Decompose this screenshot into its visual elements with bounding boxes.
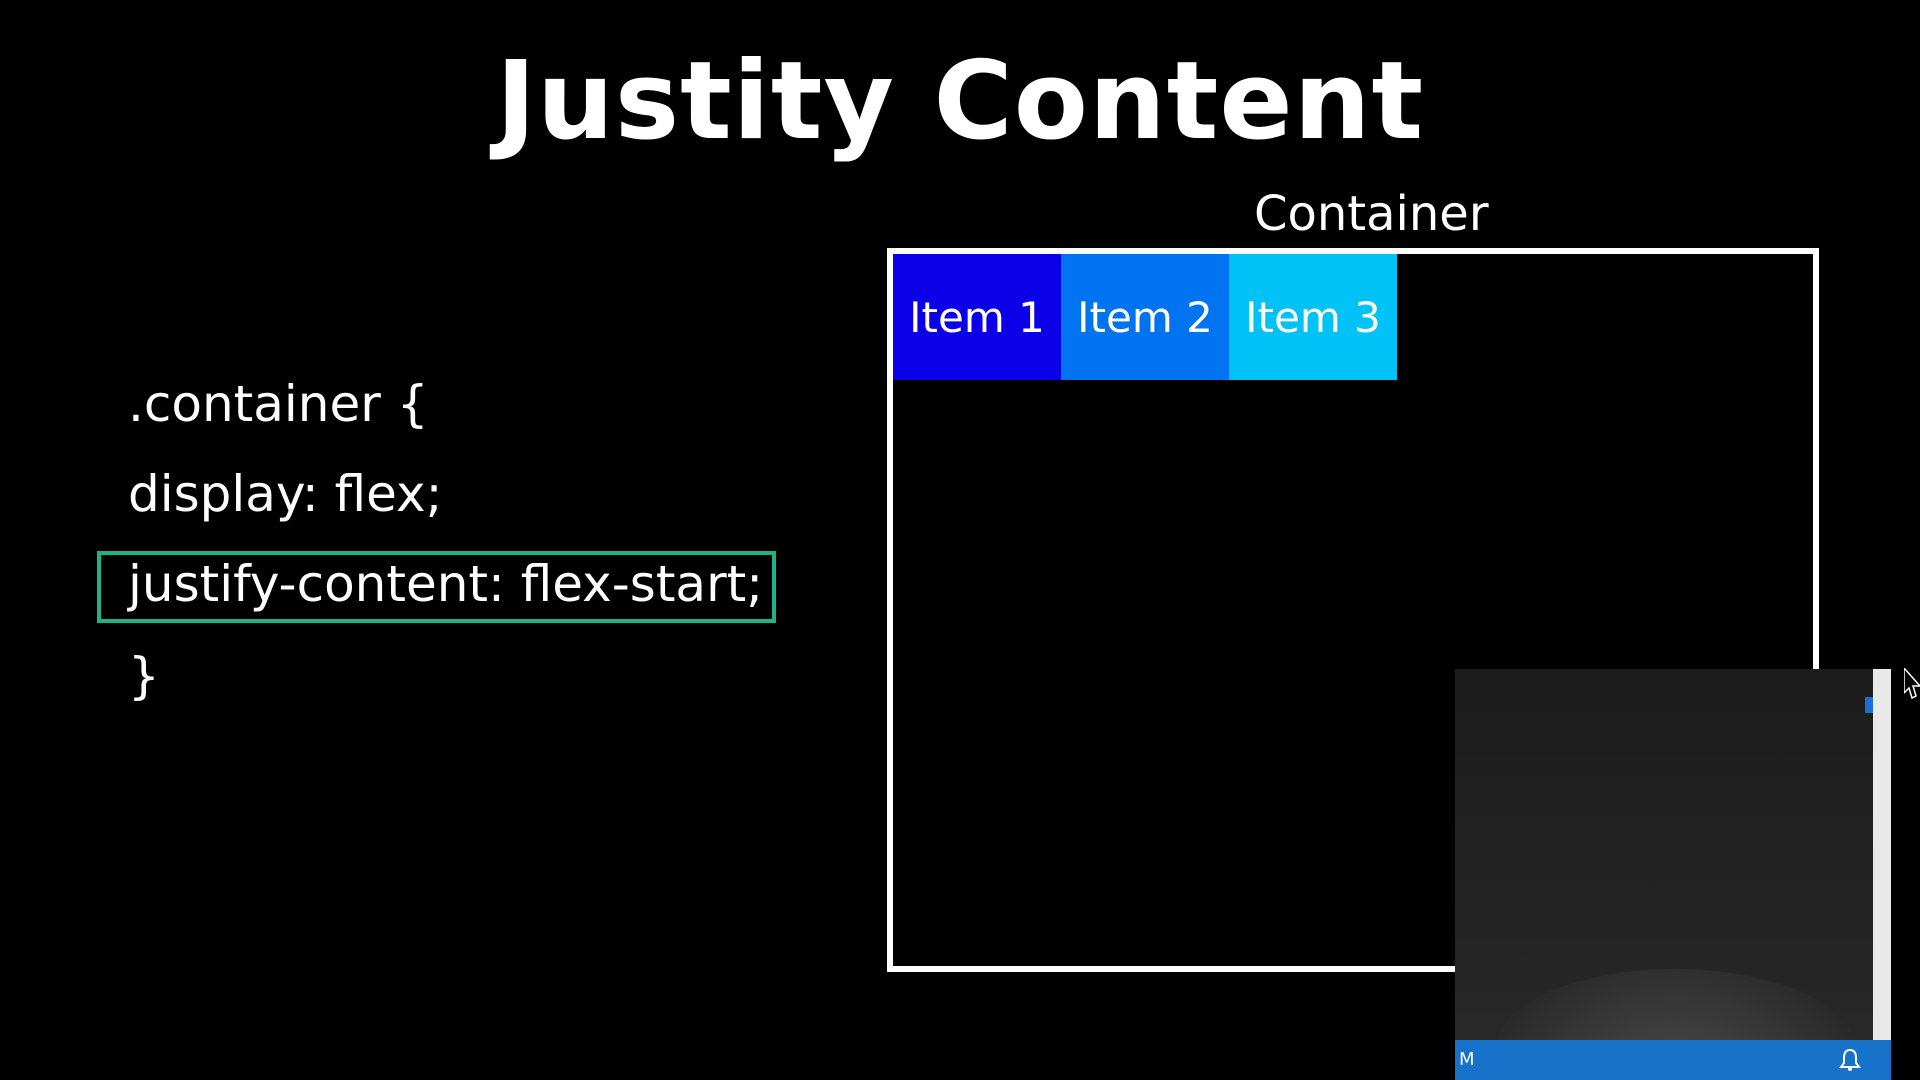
code-line-display: display: flex; [128,465,443,523]
webcam-overlay: M [1455,669,1891,1080]
slide-title: Justity Content [495,39,1425,164]
code-line-selector: .container { [128,375,429,433]
webcam-marker [1865,697,1873,713]
code-line-justify-content: justify-content: flex-start; [128,555,764,613]
code-line-closing-brace: } [128,647,160,705]
flex-item-1-label: Item 1 [909,292,1045,342]
flex-item-1: Item 1 [893,254,1061,380]
flex-item-2-label: Item 2 [1077,292,1213,342]
webcam-taskbar-text: M [1459,1049,1475,1070]
flex-item-2: Item 2 [1061,254,1229,380]
cursor-icon [1904,668,1920,700]
webcam-edge [1873,669,1891,1080]
bell-icon[interactable] [1839,1048,1861,1072]
container-box [887,248,1819,972]
highlight-box [97,551,776,623]
container-label: Container [1254,186,1489,242]
flex-item-3: Item 3 [1229,254,1397,380]
flex-item-3-label: Item 3 [1245,292,1381,342]
webcam-taskbar: M [1455,1040,1891,1080]
